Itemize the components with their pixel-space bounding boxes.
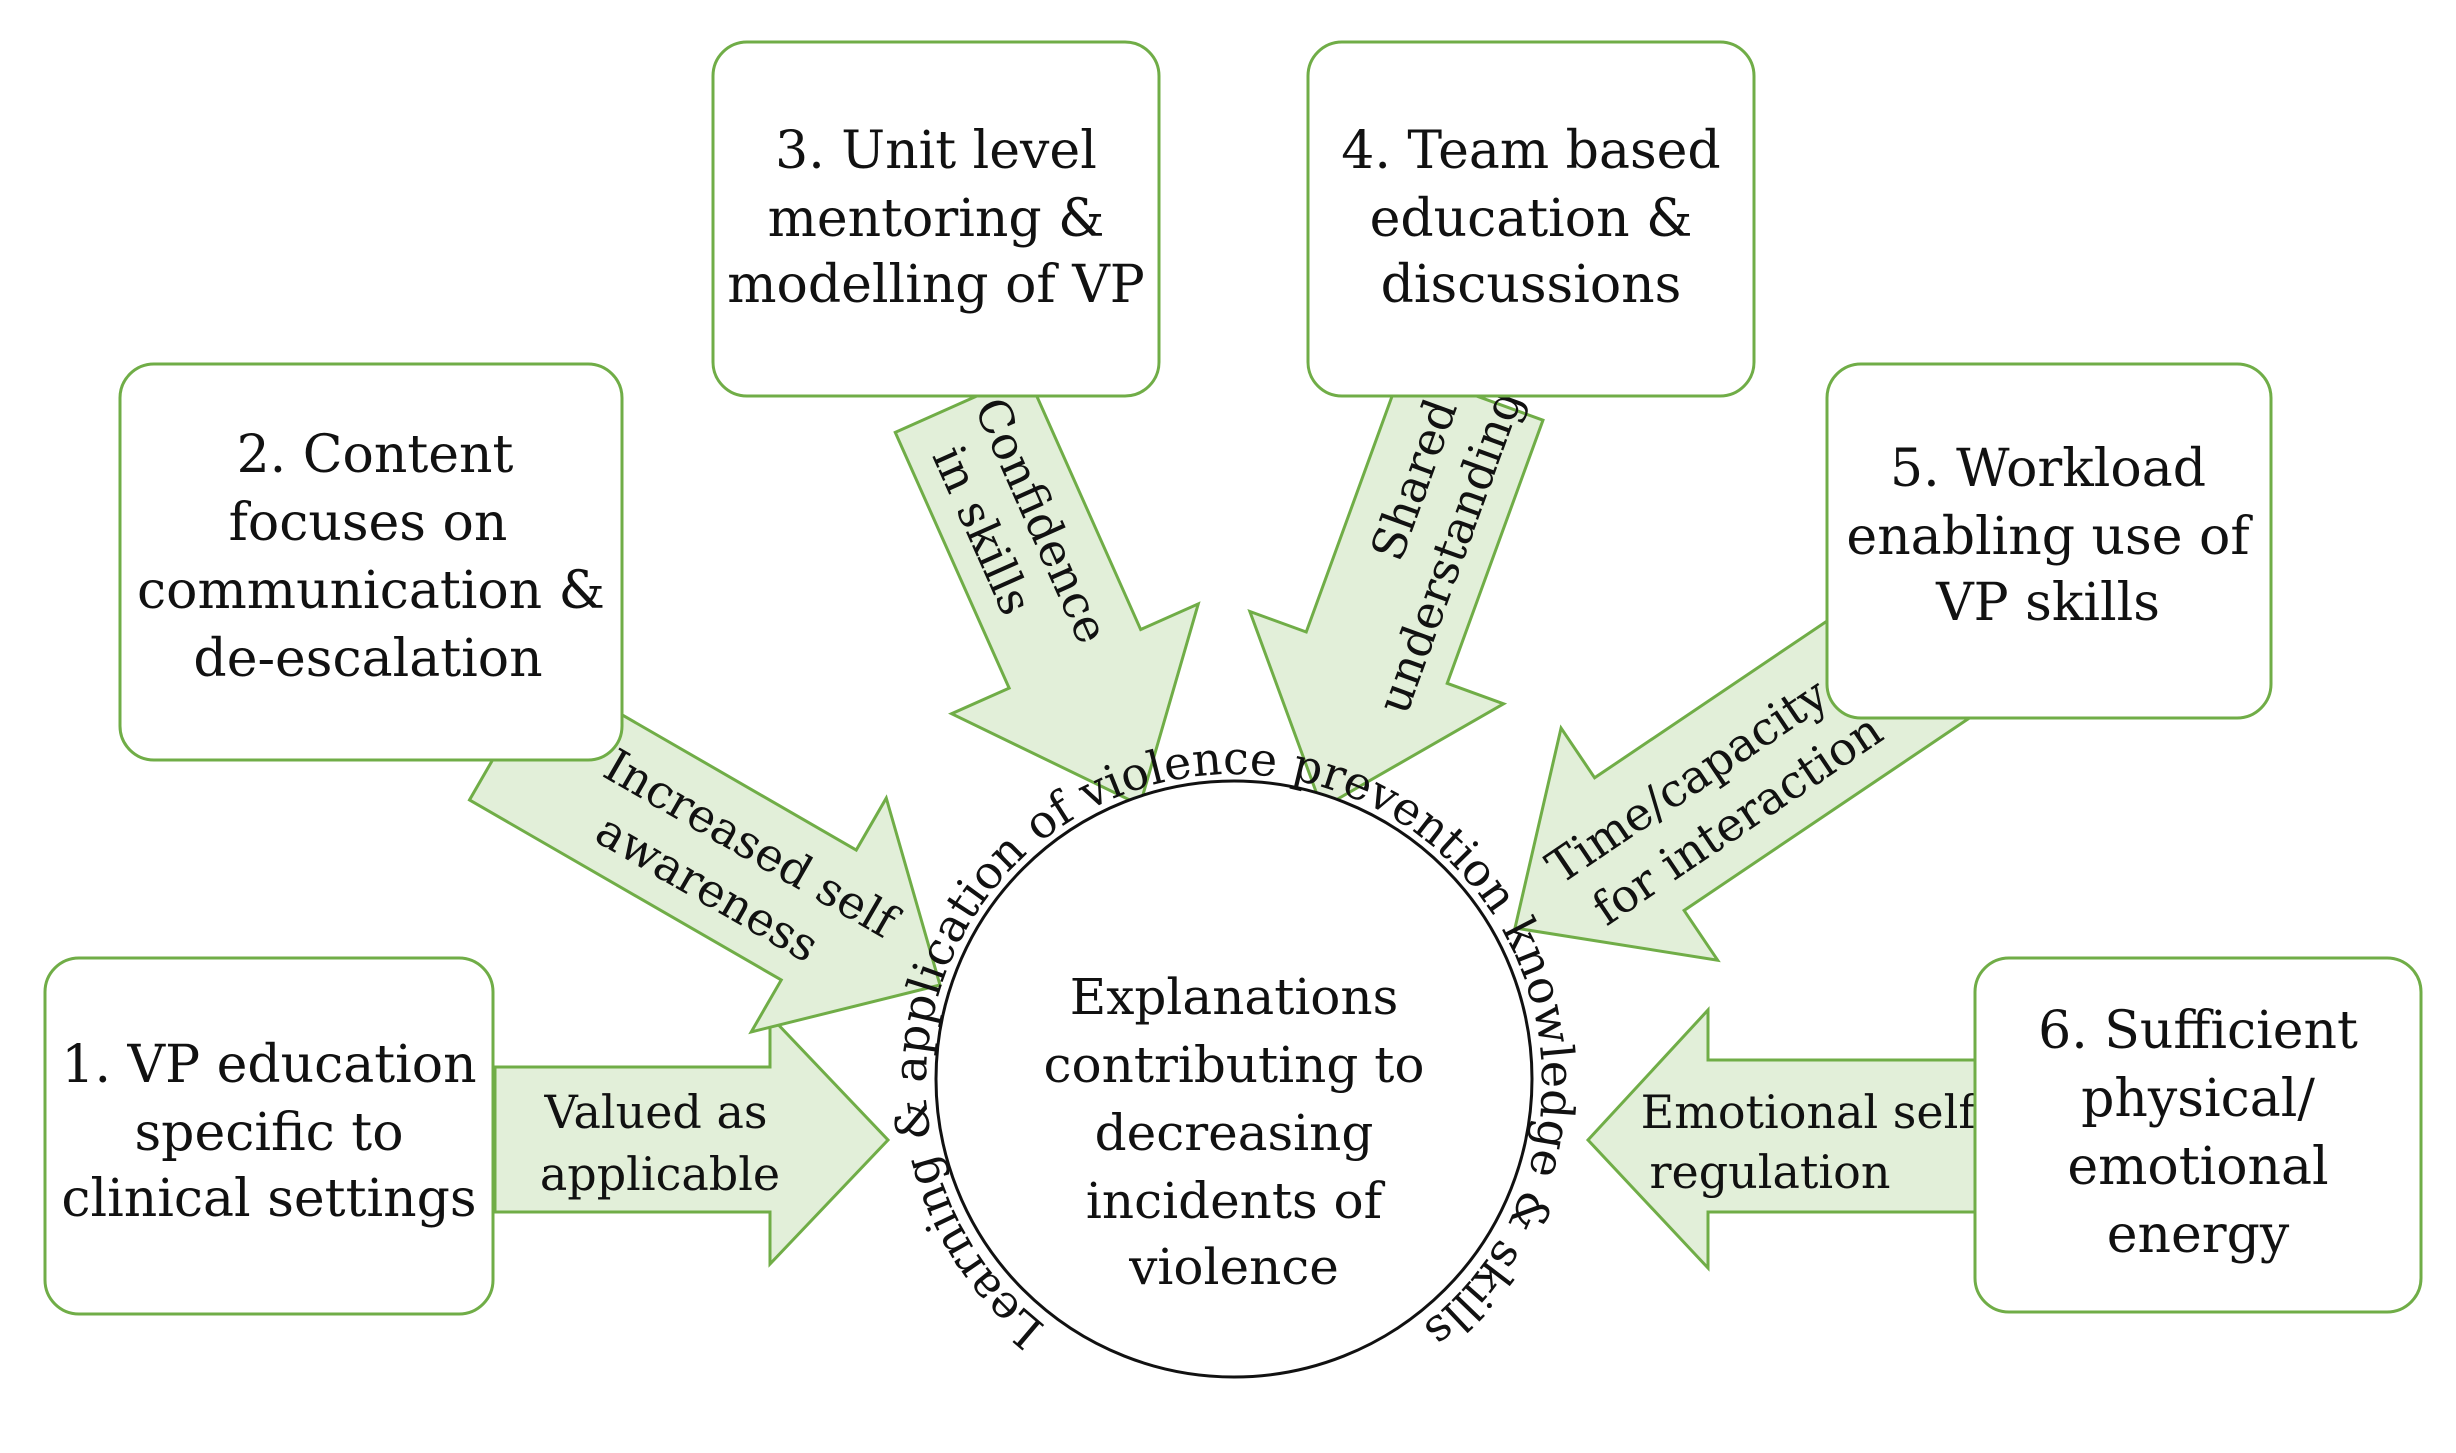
- box-4-line-2: education &: [1370, 189, 1693, 249]
- box-3-line-2: mentoring &: [768, 189, 1105, 249]
- center-line-3: decreasing: [1095, 1104, 1374, 1162]
- box-5-line-3: VP skills: [1935, 573, 2160, 633]
- box-5-line-1: 5. Workload: [1890, 439, 2206, 499]
- box-6: 6. Sufficient physical/ emotional energy: [1973, 956, 2423, 1314]
- box-3: 3. Unit level mentoring & modelling of V…: [711, 40, 1161, 398]
- box-6-line-3: emotional: [2067, 1137, 2328, 1197]
- center-line-2: contributing to: [1044, 1036, 1425, 1094]
- box-5: 5. Workload enabling use of VP skills: [1825, 362, 2273, 720]
- center-line-1: Explanations: [1070, 968, 1399, 1026]
- box-2-line-3: communication &: [137, 561, 605, 621]
- box-2-line-2: focuses on: [229, 493, 508, 553]
- box-1-line-3: clinical settings: [61, 1169, 476, 1229]
- box-2: 2. Content focuses on communication & de…: [118, 362, 624, 762]
- box-1: 1. VP education specific to clinical set…: [43, 956, 495, 1316]
- box-3-line-1: 3. Unit level: [775, 121, 1097, 181]
- box-5-line-2: enabling use of: [1846, 507, 2253, 567]
- box-4: 4. Team based education & discussions: [1306, 40, 1756, 398]
- box-2-line-1: 2. Content: [237, 425, 514, 485]
- center-node: Explanations contributing to decreasing …: [934, 779, 1534, 1379]
- box-4-line-1: 4. Team based: [1341, 121, 1720, 181]
- box-6-line-1: 6. Sufficient: [2038, 1001, 2358, 1061]
- arrow-1: Valued as applicable: [493, 1012, 891, 1268]
- center-line-4: incidents of: [1086, 1172, 1386, 1230]
- arrow-6: Emotional self regulation: [1585, 1006, 1982, 1272]
- box-3-line-3: modelling of VP: [727, 255, 1145, 315]
- arrow-1-label-line-2: applicable: [540, 1147, 780, 1201]
- arrow-6-label-line-2: regulation: [1650, 1145, 1891, 1199]
- arrow-6-label-line-1: Emotional self: [1641, 1085, 1979, 1139]
- center-line-5: violence: [1128, 1238, 1339, 1296]
- arrow-1-label-line-1: Valued as: [543, 1085, 767, 1139]
- box-6-line-2: physical/: [2081, 1069, 2315, 1129]
- box-2-line-4: de-escalation: [193, 629, 542, 689]
- box-4-line-3: discussions: [1381, 255, 1682, 315]
- box-1-line-1: 1. VP education: [61, 1035, 476, 1095]
- box-6-line-4: energy: [2107, 1205, 2290, 1265]
- box-1-line-2: specific to: [134, 1103, 403, 1163]
